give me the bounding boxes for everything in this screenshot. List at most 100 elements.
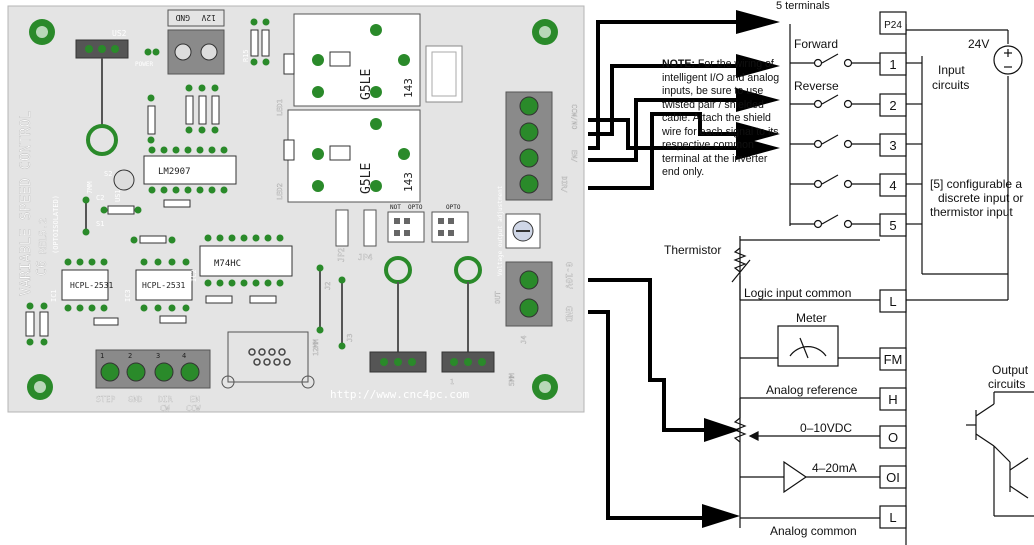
mounting-hole xyxy=(532,374,558,400)
chip-label: M74HC xyxy=(214,259,241,269)
led-label: LED1 xyxy=(276,99,284,116)
terminal-number: 2 xyxy=(128,352,132,360)
component-label: JP2 xyxy=(337,247,346,262)
arrow-heads xyxy=(702,10,780,528)
jumper-label: OPTO xyxy=(446,204,461,211)
component-label: J2 xyxy=(324,282,332,290)
switch-row xyxy=(790,214,880,229)
terminal-label: 3 xyxy=(889,138,896,153)
jumper-block: NOT OPTO OPTO xyxy=(387,204,469,243)
terminal-label: 4 xyxy=(889,178,896,193)
terminal-label-cw: CW xyxy=(160,404,170,413)
label-forward: Forward xyxy=(794,37,838,51)
right-terminal-label: CCW/NO xyxy=(570,104,578,129)
arrow-head-icon xyxy=(736,54,780,78)
label-reverse: Reverse xyxy=(794,79,839,93)
terminal-box xyxy=(879,133,907,157)
label-analog-common: Analog common xyxy=(770,524,857,538)
switch-row xyxy=(790,94,880,109)
component-label: JP4 xyxy=(358,253,373,262)
component-label: R15 xyxy=(242,49,250,62)
label-24v: 24V xyxy=(968,37,989,51)
terminal-label: 1 xyxy=(889,57,896,72)
terminal-label: P24 xyxy=(884,20,902,31)
inverter-schematic xyxy=(731,24,1034,545)
voltage-adjust-pot xyxy=(505,213,541,249)
component-label: US2 xyxy=(112,29,127,38)
chip-lm2907: LM2907 xyxy=(143,146,237,194)
right-terminal-label: DIR/ xyxy=(560,176,568,193)
arrow-head-icon xyxy=(736,88,780,112)
meter-icon xyxy=(777,325,839,367)
switch-row xyxy=(790,174,880,189)
label-output-circuits: Output xyxy=(992,363,1029,377)
jumper-label: NOT xyxy=(390,204,401,211)
terminal-box xyxy=(879,465,907,489)
terminal-number: 1 xyxy=(100,352,104,360)
terminal-box xyxy=(879,173,907,197)
label-configurable: thermistor input xyxy=(930,205,1013,219)
component-label: US1 xyxy=(114,189,122,202)
chip-m74hc: M74HC xyxy=(199,234,293,287)
terminal-box xyxy=(879,347,907,371)
terminal-box xyxy=(879,93,907,117)
power-label: POWER xyxy=(135,61,153,68)
arrow-head-icon xyxy=(702,504,740,528)
chip-ref: IC3 xyxy=(124,289,132,302)
component-label: S1 xyxy=(96,220,104,228)
component-label: 7MM xyxy=(86,181,94,194)
terminal-box xyxy=(879,387,907,411)
rj45-port xyxy=(221,331,315,389)
terminal-label: FM xyxy=(884,352,903,367)
inverter-header: 5 terminals xyxy=(776,0,830,12)
relay-1: G5LE 143 xyxy=(293,13,421,107)
terminal-box xyxy=(879,213,907,237)
chip-ref: IC2 xyxy=(190,269,198,282)
board-url: http://www.cnc4pc.com xyxy=(330,388,469,401)
terminal-box xyxy=(879,52,907,76)
label-configurable: [5] configurable a xyxy=(930,177,1022,191)
terminal-box xyxy=(879,11,907,35)
switch-row xyxy=(790,134,880,149)
thermistor-icon xyxy=(733,247,747,273)
chip-ref: IC1 xyxy=(50,289,58,302)
component-label: J4 xyxy=(520,336,528,344)
label-meter: Meter xyxy=(796,311,827,325)
note-bold: NOTE: xyxy=(662,58,695,70)
relay-label: G5LE xyxy=(359,163,374,194)
output-label-0-10v: 0-10V xyxy=(563,262,573,290)
terminal-label: L xyxy=(889,294,896,309)
output-terminal-block xyxy=(505,261,553,327)
mounting-hole xyxy=(532,19,558,45)
arrow-head-icon xyxy=(704,418,740,442)
output-label-gnd: GND xyxy=(563,306,573,322)
terminal-box xyxy=(879,425,907,449)
terminal-label-en: EN xyxy=(190,395,200,404)
terminal-label-step: STEP xyxy=(96,395,115,404)
relay-2: G5LE 143 xyxy=(287,109,421,203)
led-label: LED2 xyxy=(276,183,284,200)
terminal-label: L xyxy=(889,510,896,525)
component-label: 12MM xyxy=(312,339,320,356)
component-label: C2 xyxy=(96,194,104,202)
transistor-icon xyxy=(966,391,1034,517)
arrow-head-icon xyxy=(736,10,780,34)
label-logic-common: Logic input common xyxy=(744,286,851,300)
chip-label: HCPL-2531 xyxy=(142,281,186,290)
terminal-label: O xyxy=(888,430,898,445)
resistor-cluster xyxy=(147,84,220,144)
board-isolation: (OPTOISOLATED) xyxy=(52,195,60,254)
mounting-hole xyxy=(27,374,53,400)
jumper-label: OPTO xyxy=(408,204,423,211)
terminal-label-gnd: GND xyxy=(128,395,143,404)
board-title: VARIABLE SPEED CONTROL xyxy=(18,111,34,296)
component-label: 5MM xyxy=(508,373,516,386)
relay-number: 143 xyxy=(402,172,415,192)
component-label: J3 xyxy=(346,334,354,342)
label-current-range: 4–20mA xyxy=(812,461,857,475)
terminal-number: 4 xyxy=(182,352,186,360)
component-label: 1 xyxy=(450,378,454,386)
power-pin-12v: 12V xyxy=(201,13,216,22)
bottom-terminal-block: 1 2 3 4 xyxy=(95,349,211,389)
